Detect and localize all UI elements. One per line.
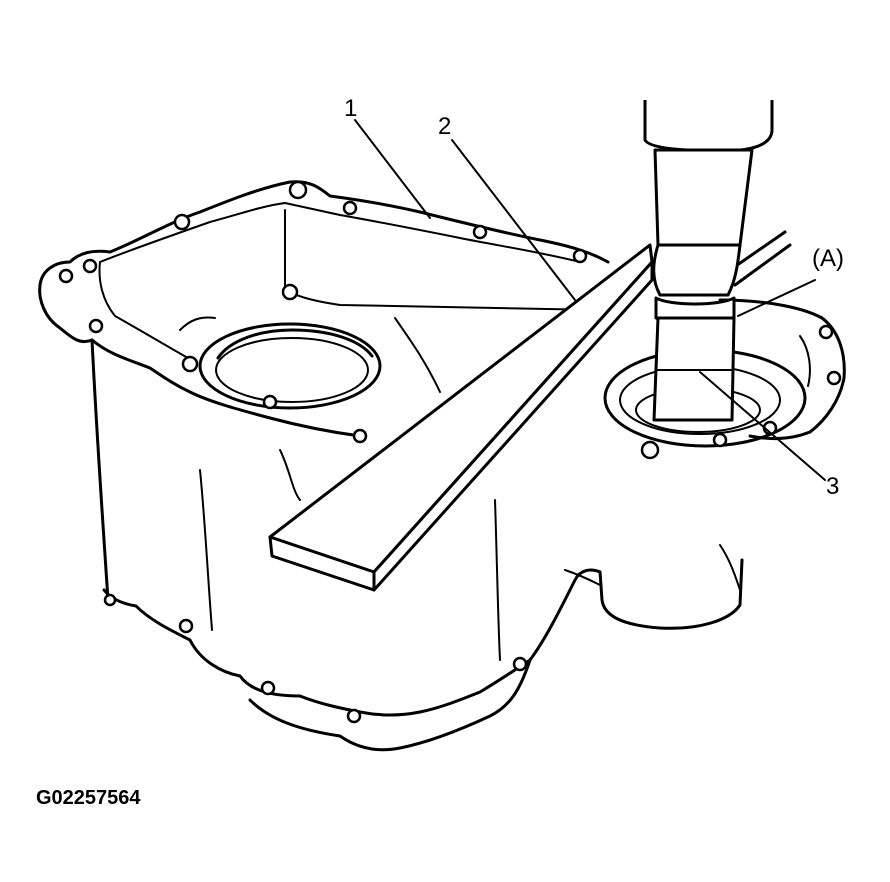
callout-1: 1 (344, 95, 357, 122)
figure-id: G02257564 (36, 787, 141, 809)
housing-body (90, 338, 602, 752)
leader-a (737, 279, 816, 317)
left-bearing-bore (179, 316, 382, 410)
leader-3 (699, 371, 826, 481)
leader-2 (451, 139, 576, 301)
leader-lines (354, 119, 826, 481)
leader-1 (354, 119, 431, 219)
callout-a: (A) (812, 245, 844, 272)
callout-2: 2 (438, 113, 451, 140)
callout-3: 3 (826, 473, 839, 500)
bolt-holes (58, 180, 842, 724)
rear-boss (598, 544, 744, 630)
press-tool (643, 100, 774, 422)
straightedge (268, 230, 792, 592)
top-flange (38, 180, 846, 441)
